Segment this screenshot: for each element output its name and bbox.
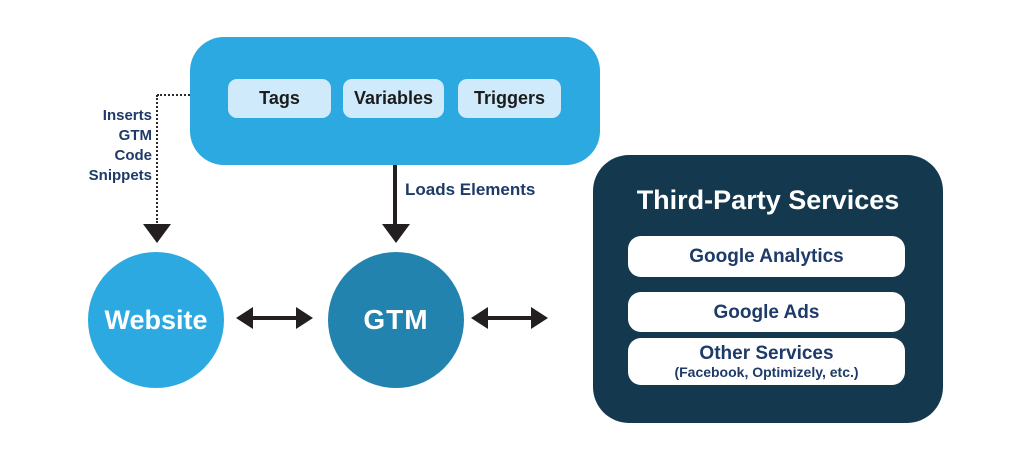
- inserts-gtm-code-snippets-label: Inserts GTM Code Snippets: [88, 107, 152, 184]
- chip-triggers: Triggers: [458, 79, 561, 118]
- gtm-thirdparty-arrow: [471, 307, 548, 329]
- arrowhead-down-icon: [382, 224, 410, 243]
- third-party-services-panel: Third-Party Services Google Analytics Go…: [593, 155, 943, 423]
- service-subtitle: (Facebook, Optimizely, etc.): [674, 364, 859, 380]
- arrowhead-down-icon: [143, 224, 171, 243]
- chip-variables: Variables: [343, 79, 444, 118]
- loads-elements-connector: [393, 165, 397, 227]
- arrowhead-right-icon: [531, 307, 548, 329]
- service-card-google-ads: Google Ads: [628, 292, 905, 332]
- arrowhead-left-icon: [236, 307, 253, 329]
- third-party-services-title: Third-Party Services: [636, 185, 900, 215]
- arrow-shaft: [488, 316, 531, 320]
- service-name: Other Services: [699, 343, 834, 364]
- chip-tags: Tags: [228, 79, 331, 118]
- website-node: Website: [88, 252, 224, 388]
- loads-elements-label: Loads Elements: [405, 180, 536, 199]
- website-gtm-arrow: [236, 307, 313, 329]
- service-card-google-analytics: Google Analytics: [628, 236, 905, 277]
- arrowhead-right-icon: [296, 307, 313, 329]
- service-card-other-services: Other Services (Facebook, Optimizely, et…: [628, 338, 905, 385]
- arrow-shaft: [253, 316, 296, 320]
- dotted-connector-horizontal: [157, 94, 190, 96]
- gtm-node: GTM: [328, 252, 464, 388]
- arrowhead-left-icon: [471, 307, 488, 329]
- service-name: Google Analytics: [689, 246, 844, 267]
- service-name: Google Ads: [713, 301, 820, 323]
- dotted-connector-vertical: [156, 95, 158, 223]
